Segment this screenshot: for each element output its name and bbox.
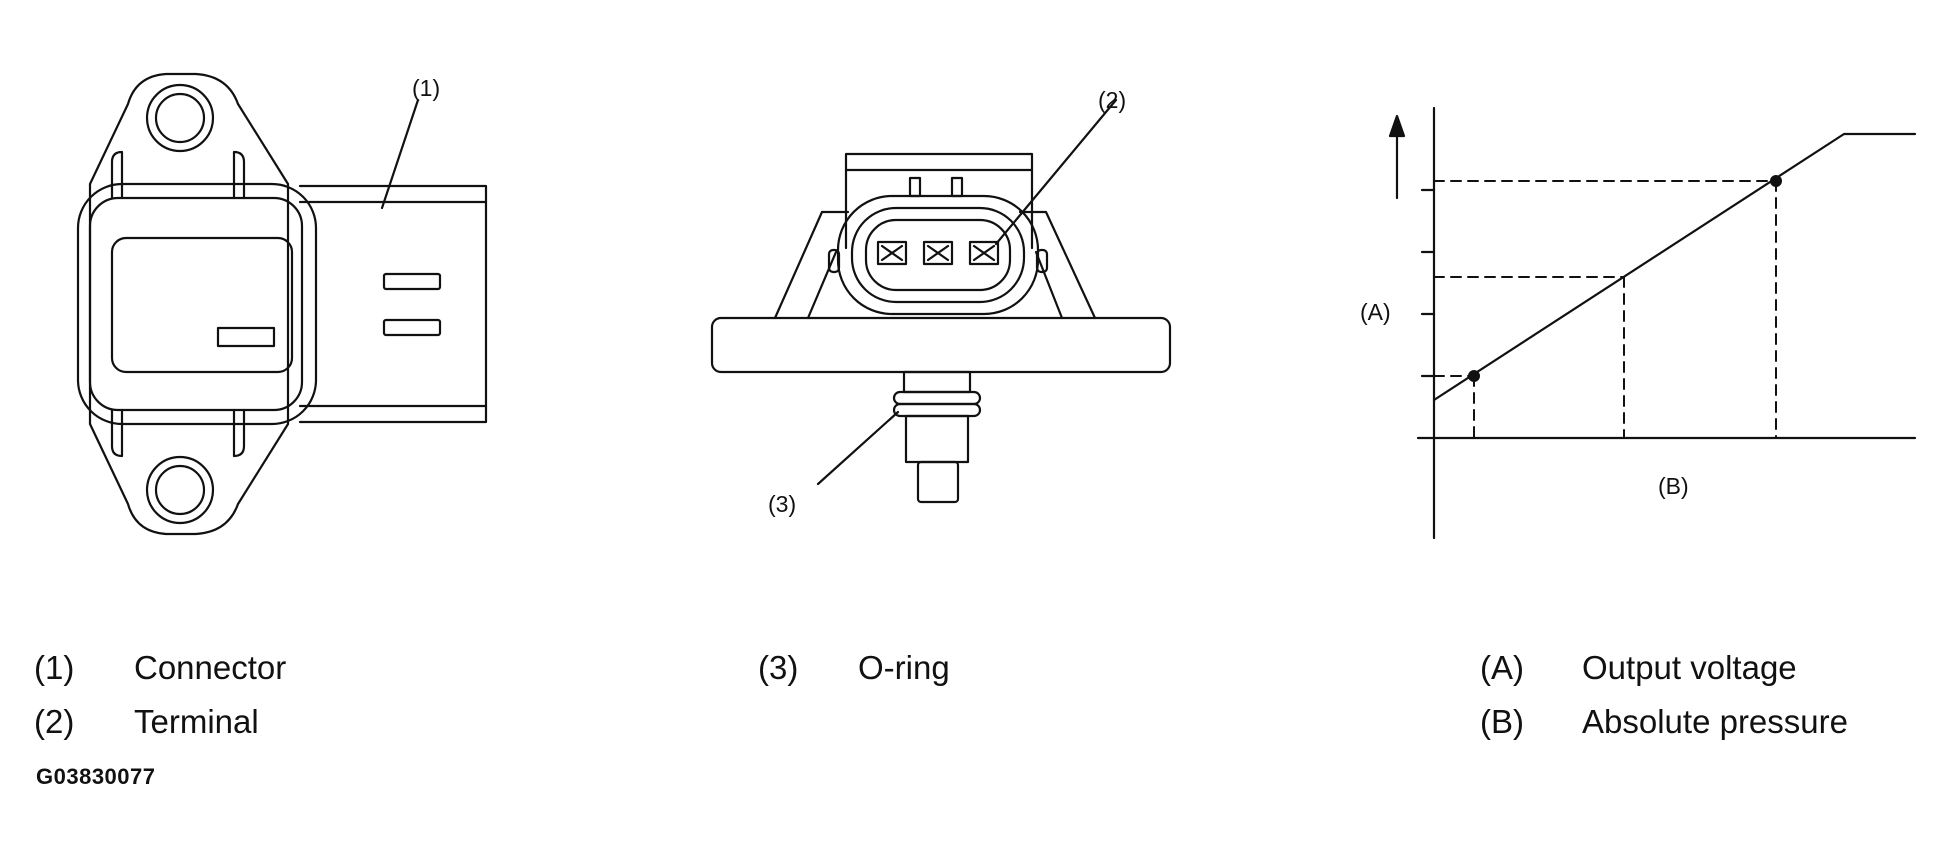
sensor-side-view-icon xyxy=(76,72,488,536)
legend-text-output-voltage: Output voltage xyxy=(1582,649,1797,686)
legend-num-terminal: (2) xyxy=(34,703,75,740)
graph-point-high xyxy=(1770,175,1782,187)
legend-num-o-ring: (3) xyxy=(758,649,799,686)
output-graph xyxy=(1388,106,1917,540)
legend-num-absolute-pressure: (B) xyxy=(1480,703,1524,740)
legend-text-o-ring: O-ring xyxy=(858,649,950,686)
guide-lines xyxy=(1433,180,1777,439)
graph-x-label: (B) xyxy=(1658,473,1689,499)
graph-y-label: (A) xyxy=(1360,299,1391,325)
legend-text-absolute-pressure: Absolute pressure xyxy=(1582,703,1848,740)
graph-point-low xyxy=(1468,370,1480,382)
characteristic-line xyxy=(1432,132,1917,402)
legend-text-connector: Connector xyxy=(134,649,287,686)
leader-line-1 xyxy=(380,98,420,210)
legend-num-connector: (1) xyxy=(34,649,75,686)
callout-2: (2) xyxy=(1098,87,1126,113)
arrow-up-icon xyxy=(1388,114,1406,200)
leader-line-3 xyxy=(816,410,900,486)
callout-3: (3) xyxy=(768,491,796,517)
figure-code: G03830077 xyxy=(36,764,156,789)
sensor-connector-view-icon xyxy=(710,152,1172,504)
legend-num-output-voltage: (A) xyxy=(1480,649,1524,686)
legend-text-terminal: Terminal xyxy=(134,703,259,740)
callout-1: (1) xyxy=(412,75,440,101)
leader-line-2 xyxy=(994,98,1118,246)
